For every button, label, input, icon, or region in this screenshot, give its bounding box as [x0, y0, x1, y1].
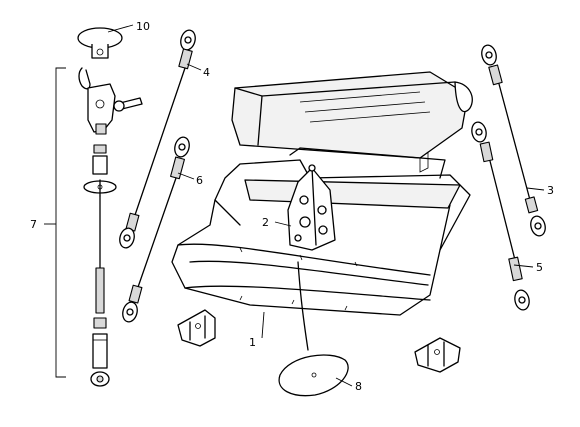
part-7-bracket: [55, 67, 66, 378]
tie-rod-4: [119, 29, 196, 249]
callout-leaders: [107, 24, 545, 387]
callout-3: 3: [547, 184, 554, 197]
control-cable: [297, 261, 309, 351]
tie-rod-6: [122, 136, 190, 323]
small-bracket-left: [177, 309, 216, 347]
adjuster-assembly: [77, 27, 143, 387]
callout-6: 6: [196, 174, 203, 187]
callout-5: 5: [536, 261, 543, 274]
intercooler-unit: [231, 71, 473, 173]
small-bracket-right: [414, 337, 461, 373]
callout-7: 7: [30, 218, 37, 231]
tie-rod-5: [471, 121, 530, 311]
callout-2: 2: [262, 216, 269, 229]
cover-plate: [278, 354, 349, 397]
mounting-bracket: [287, 164, 336, 251]
tie-rod-3: [481, 44, 546, 237]
callout-1: 1: [249, 336, 256, 349]
callout-10: 10: [136, 20, 150, 33]
callout-8: 8: [355, 380, 362, 393]
callout-4: 4: [203, 66, 210, 79]
